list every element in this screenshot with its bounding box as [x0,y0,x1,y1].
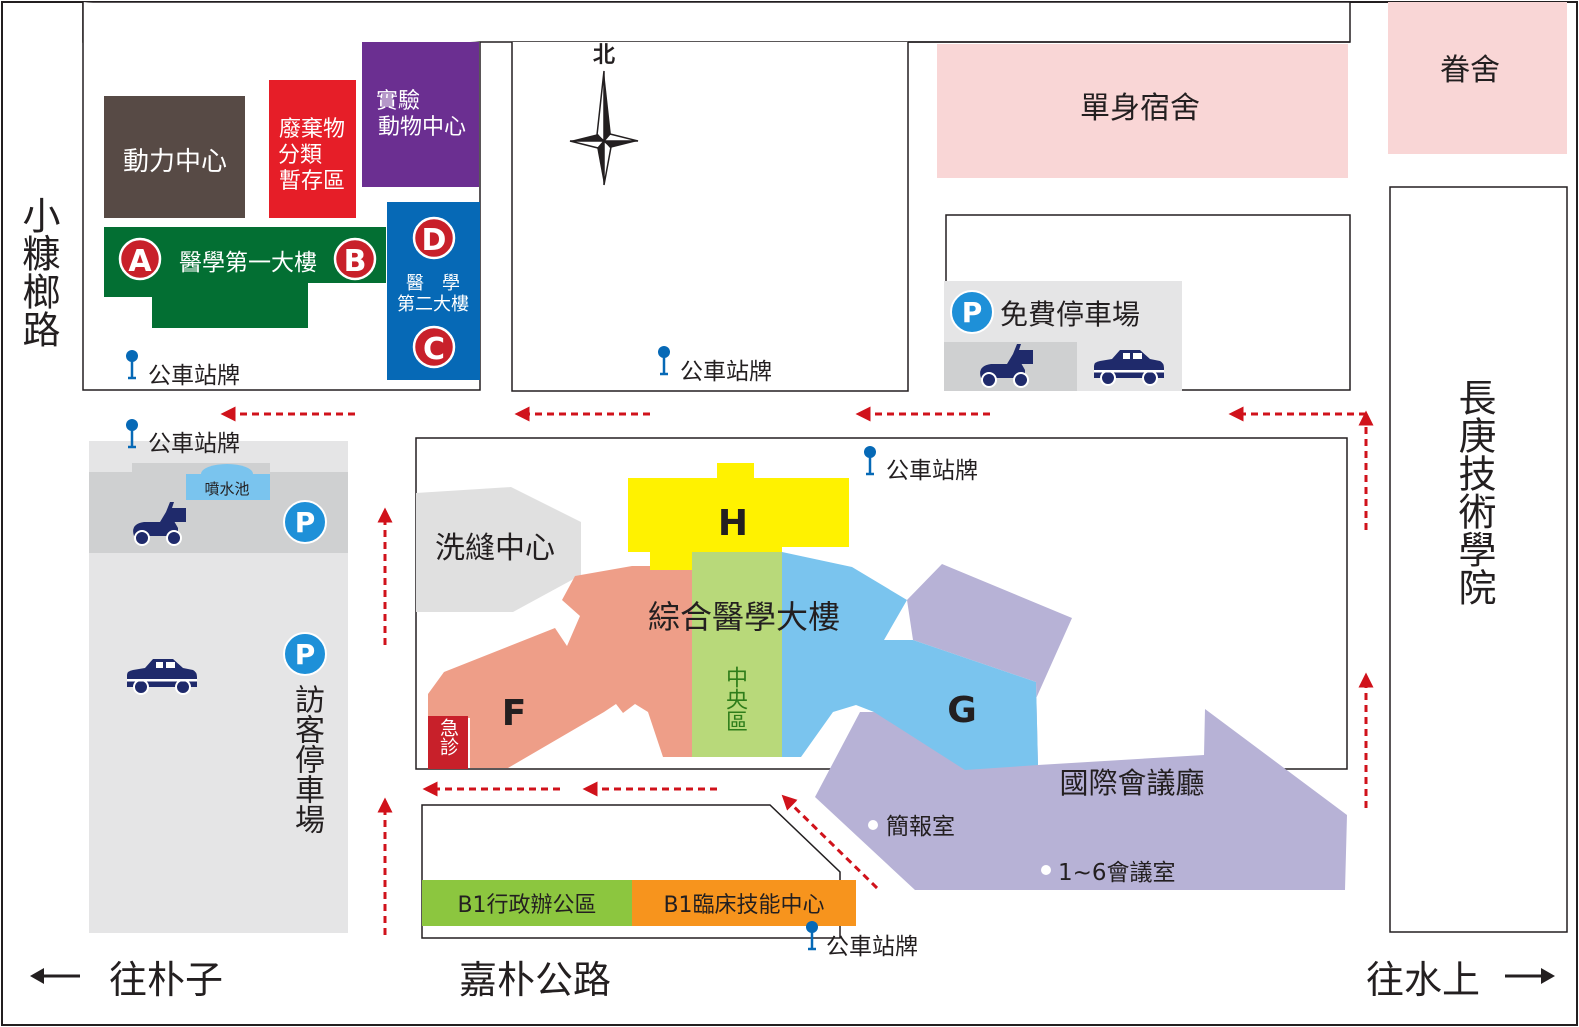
laundry-label: 洗縫中心 [435,531,555,566]
bus-stop-label-2: 公車站牌 [680,359,772,385]
compass-icon [569,70,639,186]
west-arrow-icon [30,968,80,984]
visitor-parking-p-icon-2 [283,632,327,676]
visitor-parking-p-icon-1 [283,500,327,544]
marker-d-label: D [422,223,447,258]
building-g-label: G [947,690,977,731]
emergency [428,716,468,769]
clinical-center-label: B1臨床技能中心 [663,893,824,918]
bus-stop-label-1: 公車站牌 [148,363,240,389]
free-parking-p-icon [950,290,994,334]
building-f-label: F [502,693,527,734]
east-arrow-icon [1505,968,1555,984]
bus-stop-label-4: 公車站牌 [886,458,978,484]
clinical-skills-center [632,880,856,926]
emergency-label: 急診 [437,718,459,756]
meeting-rooms-label: 1~6會議室 [1058,860,1176,886]
single-dorm-label: 單身宿舍 [1080,91,1200,126]
family-dorm-label: 眷舍 [1440,53,1500,88]
briefing-room-dot [868,820,878,830]
conference-hall-label: 國際會議廳 [1059,766,1204,800]
medical-building-1-label: 醫學第一大樓 [179,250,317,276]
medical-building-1 [104,227,386,328]
right-road-label: 長庚技術學院 [1452,378,1496,606]
waste-label-2: 分類 [278,143,322,168]
single-dorm [937,44,1348,178]
marker-b [333,237,377,281]
family-dorm [1388,2,1567,154]
medical-building-2-label-b: 第二大樓 [397,294,469,315]
building-f [428,566,692,768]
central-zone-label: 中央區 [722,666,747,732]
fountain [186,474,270,500]
building-h-label: H [718,503,748,544]
building-g [782,552,1038,770]
to-west-label: 往朴子 [109,958,223,1002]
animal-center [362,42,479,187]
marker-d [412,216,456,260]
admin-office-label: B1行政辦公區 [457,893,596,918]
fountain-label: 噴水池 [204,480,249,498]
visitor-parking-p-1: P [295,506,316,539]
marker-a-label: A [128,244,152,279]
left-road-label: 小糠榔路 [16,196,60,348]
general-building-label: 綜合醫學大樓 [648,598,840,636]
laundry-center [416,487,581,612]
meeting-rooms-dot [1041,865,1051,875]
medical-building-2-label-a: 醫 學 [406,273,460,294]
waste-storage [269,80,356,218]
power-center-label: 動力中心 [123,147,227,177]
traffic-arrows [220,406,1374,935]
power-center [104,96,245,218]
marker-c [412,325,456,369]
admin-office [422,880,632,926]
bus-stop-label-3: 公車站牌 [148,431,240,457]
animal-label-2: 動物中心 [378,115,466,140]
marker-b-label: B [344,244,367,279]
north-middle-block [511,42,909,392]
briefing-room-label: 簡報室 [886,814,955,840]
central-zone [692,552,782,757]
free-parking-p: P [962,296,983,329]
waste-label-1: 廢棄物 [279,117,345,142]
visitor-parking-label: 訪客停車場 [289,684,324,834]
animal-label-1: 實驗 [376,89,420,114]
visitor-parking-p-2: P [295,638,316,671]
conference-hall [815,564,1347,890]
north-label: 北 [593,43,615,68]
building-h [628,463,849,570]
main-road-label: 嘉朴公路 [459,958,611,1002]
bus-stop-label-5: 公車站牌 [826,934,918,960]
marker-a [118,237,162,281]
free-parking-label: 免費停車場 [1000,298,1140,331]
to-east-label: 往水上 [1366,958,1480,1002]
college-block [1389,186,1568,933]
marker-c-label: C [423,332,445,367]
waste-label-3: 暫存區 [279,169,345,194]
